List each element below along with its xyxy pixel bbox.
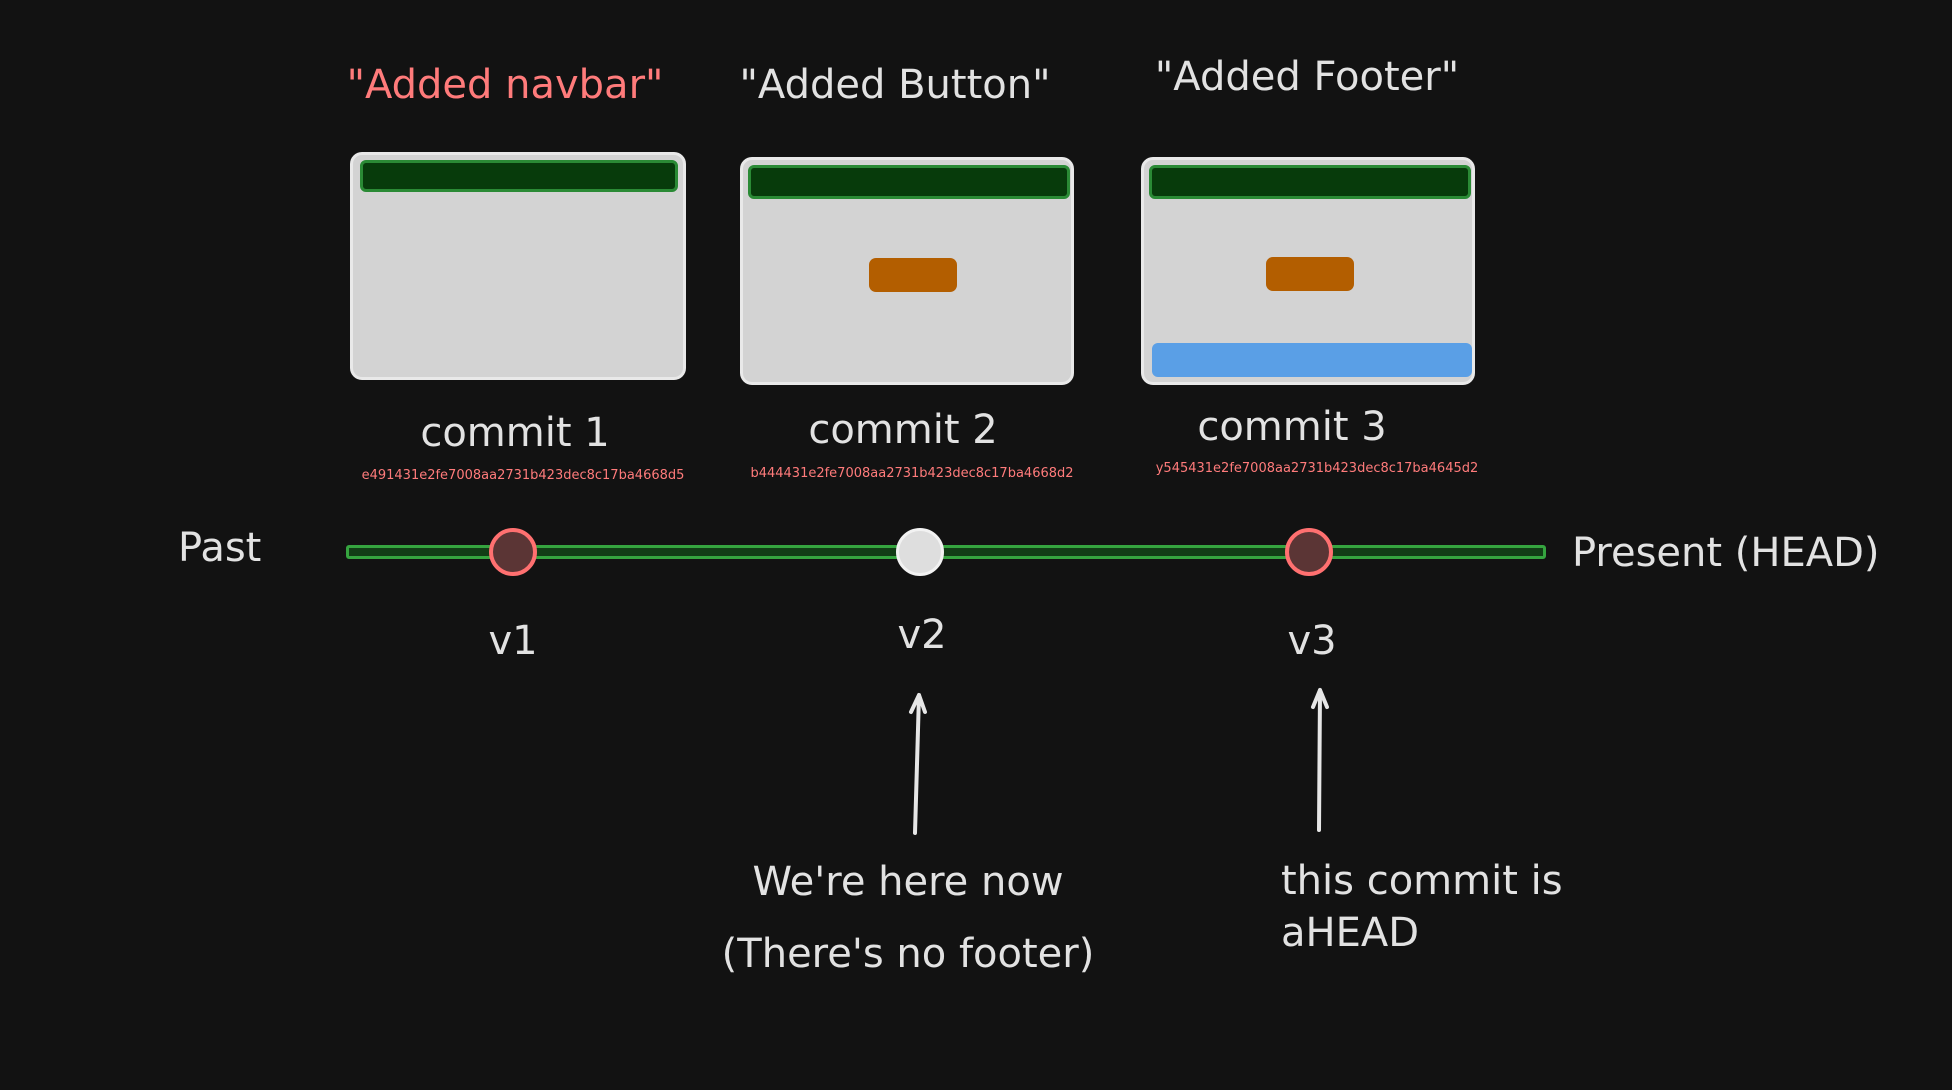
current-note-line-1: We're here now bbox=[752, 859, 1064, 905]
commit-3-hash: y545431e2fe7008aa2731b423dec8c17ba4645d2 bbox=[1155, 461, 1479, 476]
footer-mockup bbox=[1152, 343, 1472, 377]
commit-1-message: "Added navbar" bbox=[346, 62, 664, 108]
commit-2-message: "Added Button" bbox=[739, 62, 1051, 108]
commit-1-window-mockup bbox=[350, 152, 686, 380]
button-mockup bbox=[1266, 257, 1354, 291]
ahead-note-line-2: aHEAD bbox=[1281, 910, 1420, 956]
version-1-label: v1 bbox=[488, 618, 538, 664]
current-position-note: We're here now (There's no footer) bbox=[722, 856, 1095, 980]
commit-1-label: commit 1 bbox=[420, 410, 610, 456]
timeline-end-label: Present (HEAD) bbox=[1572, 530, 1880, 576]
commit-1-hash: e491431e2fe7008aa2731b423dec8c17ba4668d5 bbox=[361, 468, 685, 483]
timeline-start-label: Past bbox=[178, 525, 262, 571]
navbar-mockup bbox=[748, 165, 1070, 199]
navbar-mockup bbox=[360, 160, 678, 192]
commit-2-label: commit 2 bbox=[808, 407, 998, 453]
version-2-label: v2 bbox=[897, 612, 947, 658]
arrow-to-v3 bbox=[1311, 688, 1329, 832]
version-3-label: v3 bbox=[1287, 618, 1337, 664]
ahead-note-line-1: this commit is bbox=[1281, 858, 1563, 904]
commit-3-window-mockup bbox=[1141, 157, 1475, 385]
ahead-commit-note: this commit is aHEAD bbox=[1281, 855, 1563, 959]
commit-2-hash: b444431e2fe7008aa2731b423dec8c17ba4668d2 bbox=[750, 466, 1074, 481]
navbar-mockup bbox=[1149, 165, 1471, 199]
commit-3-message: "Added Footer" bbox=[1154, 54, 1460, 100]
timeline-bar bbox=[346, 545, 1546, 559]
commit-2-window-mockup bbox=[740, 157, 1074, 385]
commit-1-dot bbox=[489, 528, 537, 576]
button-mockup bbox=[869, 258, 957, 292]
commit-3-label: commit 3 bbox=[1197, 404, 1387, 450]
commit-2-dot bbox=[896, 528, 944, 576]
arrow-to-v2 bbox=[909, 693, 927, 835]
current-note-line-2: (There's no footer) bbox=[721, 931, 1095, 977]
commit-3-dot bbox=[1285, 528, 1333, 576]
